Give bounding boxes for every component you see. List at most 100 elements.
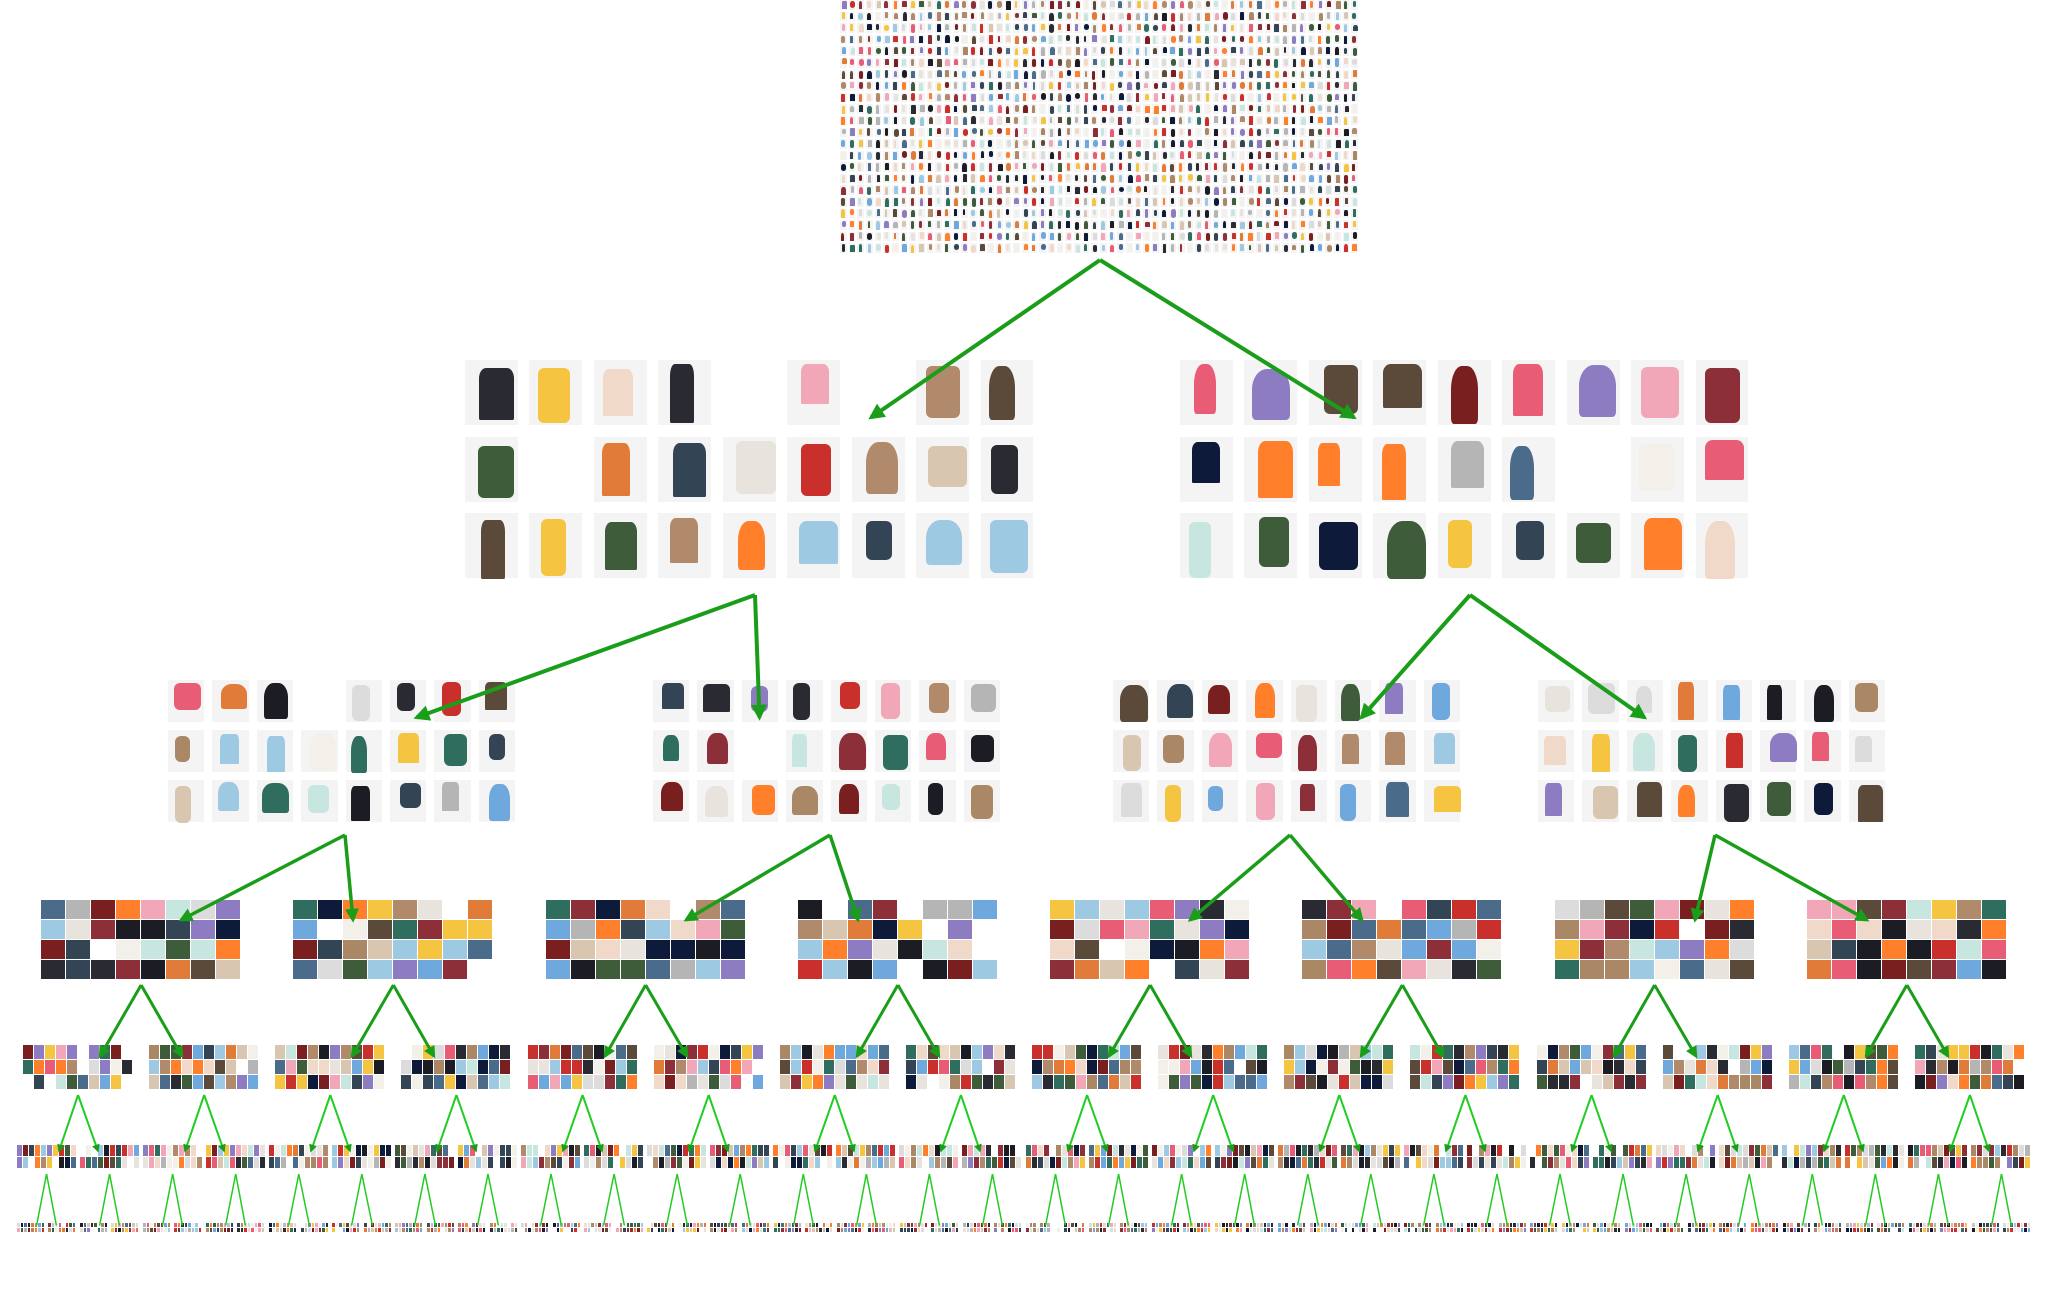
garment-shape [884, 0, 888, 9]
item-thumbnail [781, 1223, 784, 1227]
garment-shape [1179, 174, 1183, 182]
item-thumbnail [1869, 1157, 1874, 1168]
item-thumbnail [1264, 220, 1272, 230]
garment-shape [1005, 47, 1011, 54]
item-thumbnail [66, 960, 90, 979]
item-thumbnail [1126, 150, 1133, 161]
garment-shape [1040, 163, 1044, 172]
garment-shape [1049, 81, 1053, 90]
item-thumbnail [1204, 0, 1211, 10]
item-thumbnail [1705, 900, 1729, 919]
item-thumbnail [1857, 940, 1881, 959]
garment-shape [919, 209, 923, 216]
item-thumbnail [1284, 1045, 1294, 1059]
garment-shape [1248, 128, 1253, 137]
garment-shape [1118, 197, 1123, 206]
item-thumbnail [1230, 185, 1237, 196]
garment-shape [1040, 12, 1044, 20]
item-thumbnail [434, 730, 471, 772]
garment-shape [1110, 221, 1114, 228]
item-thumbnail [1282, 0, 1289, 10]
item-thumbnail [23, 1060, 33, 1074]
item-thumbnail [620, 1157, 625, 1168]
garment-shape [1639, 444, 1675, 491]
item-thumbnail [1047, 1223, 1050, 1227]
item-thumbnail [926, 11, 934, 22]
garment-shape [1049, 59, 1054, 67]
item-thumbnail [550, 1060, 560, 1074]
item-thumbnail [918, 185, 925, 196]
garment-shape [1335, 209, 1340, 216]
garment-shape [1291, 24, 1297, 32]
cluster-node-l5-7 [458, 1145, 518, 1169]
item-thumbnail [883, 0, 890, 10]
item-thumbnail [1082, 23, 1090, 33]
item-thumbnail [621, 900, 645, 919]
garment-shape [997, 128, 1003, 135]
item-thumbnail [191, 900, 215, 919]
item-thumbnail [41, 920, 65, 939]
item-thumbnail [970, 220, 977, 230]
item-thumbnail [427, 1223, 430, 1227]
item-thumbnail [2007, 1157, 2012, 1168]
garment-shape [1309, 139, 1314, 148]
item-thumbnail [900, 11, 908, 22]
item-thumbnail [1636, 1075, 1646, 1089]
garment-shape [1119, 12, 1125, 20]
item-thumbnail [1432, 1075, 1442, 1089]
garment-shape [928, 104, 933, 112]
item-thumbnail [983, 1045, 993, 1059]
item-thumbnail [1477, 900, 1501, 919]
item-thumbnail [1751, 1045, 1761, 1059]
item-thumbnail [926, 115, 934, 126]
garment-shape [1327, 209, 1331, 216]
item-thumbnail [848, 185, 856, 196]
item-thumbnail [1707, 1045, 1717, 1059]
item-thumbnail [1316, 57, 1324, 68]
item-thumbnail [944, 185, 951, 196]
item-thumbnail [1383, 1157, 1388, 1168]
item-thumbnail [1308, 208, 1315, 219]
garment-shape [849, 35, 853, 44]
item-thumbnail [1937, 1060, 1947, 1074]
garment-shape [902, 233, 906, 242]
item-thumbnail [1048, 104, 1055, 114]
garment-shape [885, 81, 889, 89]
item-thumbnail [835, 1045, 845, 1059]
item-thumbnail [1117, 162, 1124, 172]
garment-shape [927, 163, 932, 171]
item-thumbnail [1022, 81, 1029, 91]
item-thumbnail [1290, 680, 1327, 722]
item-thumbnail [1004, 69, 1012, 80]
garment-shape [1205, 93, 1210, 102]
cluster-node-l4-1 [149, 1045, 259, 1090]
item-thumbnail [1371, 1157, 1376, 1168]
item-thumbnail [846, 1060, 856, 1074]
item-thumbnail [1731, 1157, 1736, 1168]
item-thumbnail [1273, 220, 1280, 230]
item-thumbnail [1013, 69, 1020, 80]
item-thumbnail [494, 1145, 499, 1156]
garment-shape [954, 162, 959, 170]
garment-shape [1352, 0, 1357, 7]
item-thumbnail [948, 1228, 951, 1232]
garment-shape [893, 47, 898, 54]
garment-shape [1161, 116, 1165, 124]
garment-shape [1300, 140, 1304, 147]
item-thumbnail [683, 1157, 688, 1168]
garment-shape [884, 93, 890, 101]
item-thumbnail [665, 1145, 670, 1156]
item-thumbnail [987, 173, 994, 184]
item-thumbnail [1334, 34, 1341, 45]
item-thumbnail [1477, 920, 1501, 939]
garment-shape [1075, 221, 1079, 231]
item-thumbnail [1410, 1075, 1420, 1089]
item-thumbnail [346, 1223, 349, 1227]
item-thumbnail [1109, 1075, 1119, 1089]
garment-shape [1058, 174, 1063, 182]
item-thumbnail [883, 139, 890, 149]
item-thumbnail [1325, 34, 1332, 45]
item-thumbnail [416, 1223, 419, 1227]
item-thumbnail [1117, 92, 1125, 103]
item-thumbnail [1039, 243, 1047, 253]
